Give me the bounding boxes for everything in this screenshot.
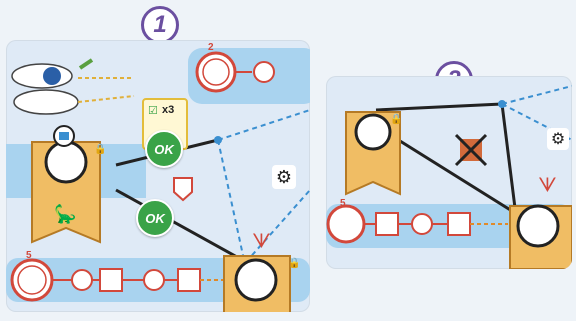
gear-icon: ⚙ <box>272 165 296 189</box>
gear-icon: ⚙ <box>547 128 569 150</box>
example-panel-2: ᗐ ⚙ 5 🔒 <box>326 76 572 269</box>
banner-slot-circle <box>234 258 278 302</box>
dashed-line <box>245 189 310 263</box>
crossed-out-icon <box>454 133 488 167</box>
lock-icon: 🔒 <box>288 258 301 269</box>
svg-text:ᗐ: ᗐ <box>538 175 557 197</box>
junction-dot <box>214 136 222 144</box>
lock-icon: 🔒 <box>94 144 107 155</box>
camera-square <box>375 212 399 236</box>
dashed-line <box>217 109 310 141</box>
svg-text:ᗐ: ᗐ <box>252 231 271 253</box>
banner-slot-circle <box>44 140 88 184</box>
path-line <box>375 102 503 112</box>
bottom-track-number: 5 <box>26 250 32 261</box>
camera-square <box>99 268 123 292</box>
track-circle <box>253 61 275 83</box>
step-1-badge: 1 <box>141 6 179 44</box>
shield-icon <box>173 177 193 202</box>
top-track-number: 2 <box>208 42 214 53</box>
example-panel-1: 🦕 ᗐ ☑ x3 🔒 🔒 ⚙ 2 5 <box>6 40 310 312</box>
skeleton-sketch <box>13 89 79 115</box>
check-icon: ☑ <box>148 105 158 117</box>
lock-icon: 🔒 <box>390 114 403 125</box>
ok-badge-2: OK <box>136 199 174 237</box>
ok-badge-1: OK <box>145 130 183 168</box>
panel-1-board: 🦕 ᗐ <box>6 48 310 312</box>
svg-text:🦕: 🦕 <box>54 203 76 224</box>
banner-slot-circle <box>354 113 392 151</box>
card-multiplier: x3 <box>162 104 175 116</box>
panel-2-board: ᗐ <box>326 85 572 269</box>
path-line <box>115 188 247 264</box>
skeleton-sketch <box>11 63 73 89</box>
dashed-line <box>217 139 245 261</box>
panel2-track-number: 5 <box>340 198 346 209</box>
